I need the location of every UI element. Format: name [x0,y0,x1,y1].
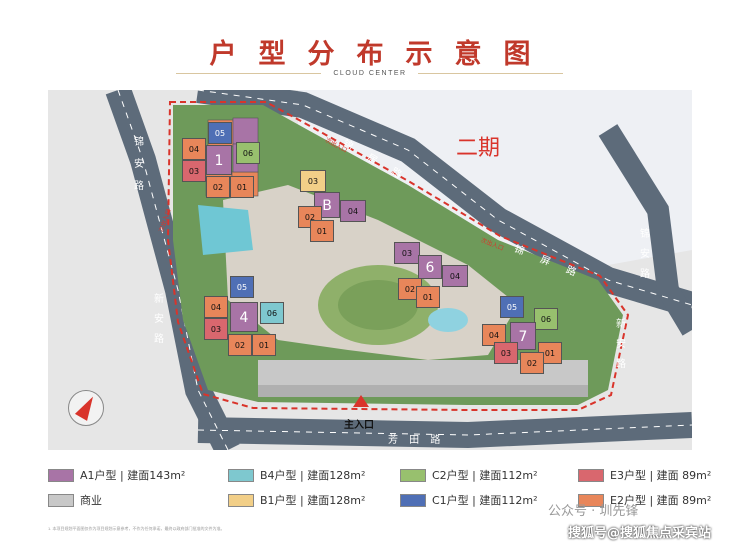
road-char: 路 [616,359,626,370]
building-4-unit-05: 05 [230,276,254,298]
building-number: B [322,198,332,214]
building-7-unit-03: 03 [494,342,518,364]
building-4-unit-04: 04 [204,296,228,318]
building-6-unit-01: 01 [416,286,440,308]
building-b-unit-03: 03 [300,170,326,192]
legend-swatch [48,468,74,482]
road-char: 安 [154,314,164,325]
building-number: 6 [425,260,435,276]
compass-icon [68,390,104,426]
west-road-label: 锦 安 路 [132,132,146,198]
building-6-unit-04: 04 [442,265,468,287]
main-entrance-arrow [353,395,369,407]
legend-item-e3: E3户型 | 建面 89m² [578,467,711,483]
legend-swatch [400,468,426,482]
building-7-unit-05: 05 [500,296,524,318]
legend-label: E2户型 | 建面 89m² [610,494,712,507]
building-4-unit-06: 06 [260,302,284,324]
road-char: 路 [154,334,164,345]
building-7-unit-01: 01 [538,342,562,364]
building-1-unit-04: 04 [182,138,206,160]
phase-2-label: 二期 [456,136,501,161]
legend-label: E3户型 | 建面 89m² [610,469,712,482]
building-7-unit-06: 06 [534,308,558,330]
building-1-unit-06: 06 [236,142,260,164]
legend-label: C2户型 | 建面112m² [432,469,538,482]
road-char: 新 [154,294,164,305]
road-char: 安 [616,339,626,350]
legend-item-c1: C1户型 | 建面112m² [400,492,538,508]
road-char: 路 [640,269,650,280]
watermark-sohu: 搜狐号@搜狐焦点采宾站 [568,526,712,541]
building-number: 7 [518,329,528,345]
legend-item-c2: C2户型 | 建面112m² [400,467,538,483]
title-rule-left [176,73,321,74]
legend-item-commerce: 商业 [48,492,102,508]
building-1-unit-03: 03 [182,160,206,182]
road-char: 安 [134,159,144,170]
building-4-unit-01: 01 [252,334,276,356]
building-number: 1 [214,153,224,169]
road-char: 锦 [640,229,650,240]
legend-item-e2: E2户型 | 建面 89m² [578,492,711,508]
legend-label: 商业 [80,494,102,507]
building-6-unit-03: 03 [394,242,420,264]
building-1-unit-02: 02 [206,176,230,198]
building-4-unit-03: 03 [204,318,228,340]
building-1-unit-01: 01 [230,176,254,198]
page-subtitle: CLOUD CENTER [333,70,407,77]
legend: A1户型 | 建面143m² B4户型 | 建面128m² C2户型 | 建面1… [48,462,711,522]
south-road-label: 芳 田 路 [388,435,445,446]
building-number: 4 [239,310,249,326]
title-rule-right [418,73,563,74]
legend-swatch [578,493,604,507]
site-plan-map: 二期 锦 安 路 新 安 路 锦居路 锦屏路 锦 安 路 新 安 路 芳 田 路… [48,90,692,450]
legend-item-a1: A1户型 | 建面143m² [48,467,185,483]
building-4-core: 4 [230,302,258,332]
right-road-label: 锦 安 路 [638,225,652,285]
building-b-unit-01: 01 [310,220,334,242]
building-7-unit-02: 02 [520,352,544,374]
legend-label: B4户型 | 建面128m² [260,469,366,482]
legend-item-b1: B1户型 | 建面128m² [228,492,365,508]
legend-swatch [228,493,254,507]
road-char: 新 [616,319,626,330]
legend-label: B1户型 | 建面128m² [260,494,366,507]
watermark-wechat: 公众号 · 圳先锋 [548,504,639,519]
legend-swatch [578,468,604,482]
legend-swatch [228,468,254,482]
road-char: 路 [134,181,144,192]
building-1-core: 1 [206,145,232,175]
page-title: 户型分布示意图 [209,39,553,70]
building-1-unit-05: 05 [208,122,232,144]
building-7-unit-04: 04 [482,324,506,346]
legend-swatch [48,493,74,507]
road-char: 安 [640,249,650,260]
header: 户型分布示意图 CLOUD CENTER [0,0,740,90]
west-road-label-2: 新 安 路 [152,290,166,350]
building-6-core: 6 [418,255,442,279]
building-b-unit-04: 04 [340,200,366,222]
legend-item-b4: B4户型 | 建面128m² [228,467,365,483]
right-road-label-2: 新 安 路 [614,315,628,375]
legend-label: A1户型 | 建面143m² [80,469,186,482]
legend-swatch [400,493,426,507]
footnote: 1. 本项目规划平面图仅作为项目规划示意参考，不作为任何承诺，最终以政府部门批准… [48,526,225,531]
main-entrance-label: 主入口 [344,420,374,431]
road-char: 锦 [134,137,144,148]
building-4-unit-02: 02 [228,334,252,356]
legend-label: C1户型 | 建面112m² [432,494,538,507]
